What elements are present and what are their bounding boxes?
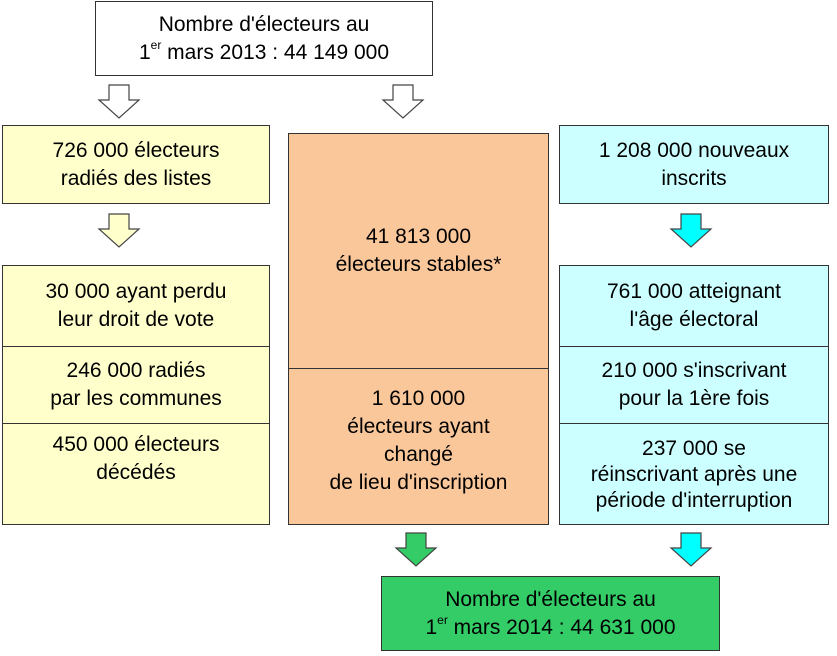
removed-voters-line1: 726 000 électeurs (52, 138, 220, 162)
item-line: 210 000 s'inscrivant (601, 359, 787, 382)
new-registrations-box: 1 208 000 nouveaux inscrits (559, 125, 829, 204)
item-line: 450 000 électeurs (52, 432, 220, 456)
item-line: 237 000 se (642, 436, 746, 460)
new-registrations-line1: 1 208 000 nouveaux (598, 138, 790, 162)
item-line: décédés (96, 460, 176, 484)
item-line: pour la 1ère fois (618, 387, 770, 410)
changed-line: 1 610 000 (371, 387, 466, 410)
list-item: 246 000 radiés par les communes (3, 346, 269, 423)
changed-line: de lieu d'inscription (329, 471, 508, 494)
end-count-line1: Nombre d'électeurs au (445, 587, 656, 611)
changed-location-cell: 1 610 000 électeurs ayant changé de lieu… (289, 368, 548, 498)
removed-voters-box: 726 000 électeurs radiés des listes (2, 125, 270, 204)
item-line: 246 000 radiés (66, 359, 206, 382)
down-arrow-icon (97, 84, 141, 119)
stable-voters-cell: 41 813 000 électeurs stables* (289, 134, 548, 368)
new-registrations-line2: inscrits (661, 166, 727, 190)
list-item: 30 000 ayant perdu leur droit de vote (3, 266, 269, 346)
stable-line: 41 813 000 (365, 225, 472, 248)
item-line: 761 000 atteignant (607, 280, 781, 303)
item-line: réinscrivant après une (590, 462, 798, 486)
start-count-line1: Nombre d'électeurs au (158, 12, 370, 36)
down-arrow-icon (381, 84, 425, 119)
changed-line: changé (384, 443, 453, 466)
list-item: 210 000 s'inscrivant pour la 1ère fois (560, 346, 828, 423)
list-item: 450 000 électeurs décédés (3, 423, 269, 493)
list-item: 761 000 atteignant l'âge électoral (560, 266, 828, 346)
item-line: par les communes (50, 387, 222, 410)
down-arrow-icon (669, 213, 713, 248)
list-item: 237 000 se réinscrivant après une périod… (560, 423, 828, 525)
stable-line: électeurs stables* (335, 253, 502, 276)
start-count-line2: 1er mars 2013 : 44 149 000 (138, 37, 390, 64)
registration-breakdown-box: 761 000 atteignant l'âge électoral 210 0… (559, 265, 829, 525)
item-line: leur droit de vote (57, 308, 215, 331)
removed-voters-line2: radiés des listes (60, 166, 212, 190)
end-count-line2: 1er mars 2014 : 44 631 000 (425, 612, 676, 639)
down-arrow-icon (669, 532, 713, 567)
start-count-box: Nombre d'électeurs au 1er mars 2013 : 44… (95, 1, 433, 76)
item-line: 30 000 ayant perdu (45, 280, 227, 303)
down-arrow-icon (394, 532, 438, 567)
removal-breakdown-box: 30 000 ayant perdu leur droit de vote 24… (2, 265, 270, 525)
item-line: l'âge électoral (629, 308, 759, 331)
changed-line: électeurs ayant (347, 415, 490, 438)
item-line: période d'interruption (595, 488, 793, 512)
end-count-box: Nombre d'électeurs au 1er mars 2014 : 44… (381, 576, 720, 651)
stable-voters-box: 41 813 000 électeurs stables* 1 610 000 … (288, 133, 549, 525)
down-arrow-icon (97, 213, 141, 248)
